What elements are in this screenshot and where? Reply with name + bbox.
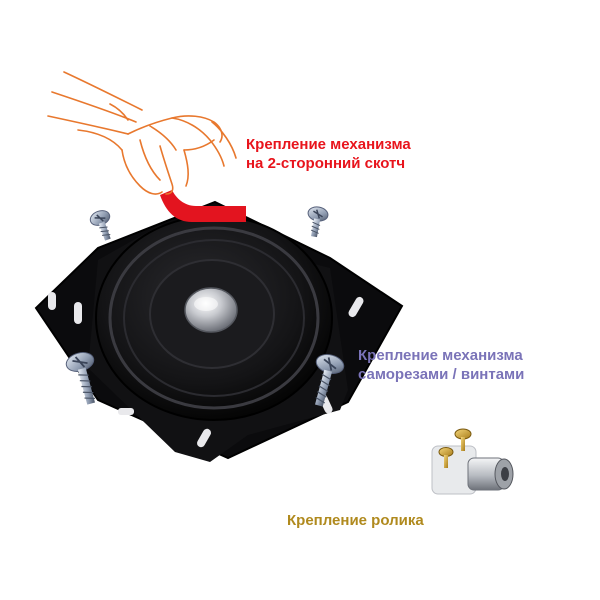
plate-slot [48, 292, 56, 310]
roller-screw [438, 447, 454, 468]
caption-tape-mount: Крепление механизма на 2-сторонний скотч [246, 135, 411, 173]
plate-slot [348, 296, 364, 318]
screw [89, 210, 111, 241]
plate-slot [197, 428, 211, 448]
caption-tape-line1: Крепление механизма [246, 136, 411, 153]
caption-screws-line1: Крепление механизма [358, 347, 523, 364]
roller-wheel-center [501, 467, 509, 481]
hand-illustration [47, 71, 237, 195]
caption-screw-mount: Крепление механизма саморезами / винтами [358, 346, 524, 384]
swivel-plate [34, 200, 404, 462]
screw [307, 206, 329, 238]
caption-roller-line1: Крепление ролика [287, 512, 424, 529]
caption-roller-mount: Крепление ролика [287, 511, 424, 530]
double-sided-tape [160, 190, 246, 222]
roller-screw [454, 428, 472, 451]
plate-slot [118, 408, 134, 415]
center-hub-highlight [194, 297, 218, 311]
plate-slot [74, 302, 82, 324]
tape-strip [160, 190, 246, 222]
caption-screws-line2: саморезами / винтами [358, 366, 525, 383]
screw [65, 352, 95, 405]
bearing-ring [108, 226, 320, 410]
caption-tape-line2: на 2-сторонний скотч [246, 155, 406, 172]
screw [315, 354, 345, 407]
bearing-ring [123, 239, 305, 397]
roller-assembly [431, 428, 514, 495]
